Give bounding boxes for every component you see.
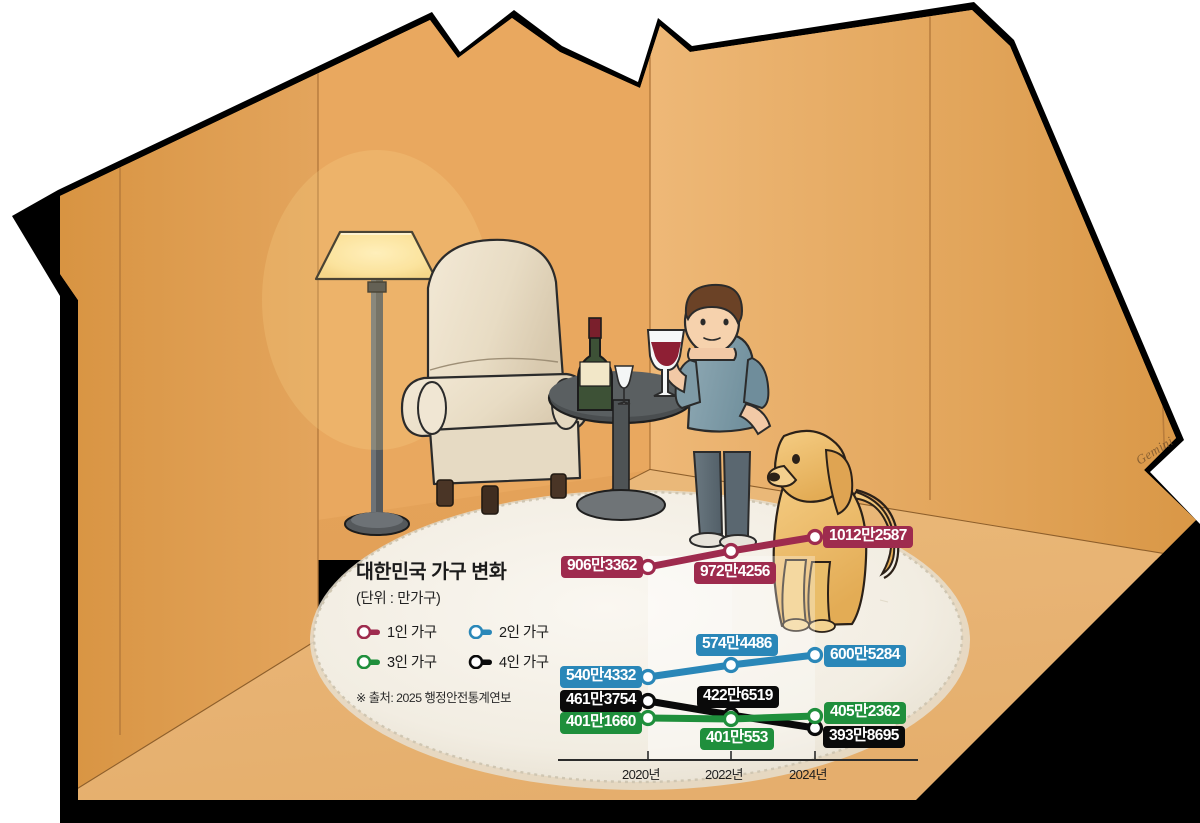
- wine-glass-on-table: [614, 365, 634, 405]
- golden-retriever-dog: [766, 429, 900, 633]
- point-three-person-2020: [639, 709, 657, 727]
- point-two-person-2024: [806, 646, 824, 664]
- point-two-person-2022: [722, 656, 740, 674]
- x-axis-ticks: [647, 751, 816, 760]
- point-one-person-2020: [639, 558, 657, 576]
- wine-bottle: [577, 317, 613, 411]
- point-three-person-2024: [806, 707, 824, 725]
- point-one-person-2024: [806, 528, 824, 546]
- wine-glass-held: [646, 329, 686, 397]
- chart-plot: [558, 528, 918, 761]
- armchair: [400, 238, 590, 515]
- band-2020: [648, 556, 732, 760]
- point-four-person-2020: [639, 692, 657, 710]
- point-two-person-2020: [639, 668, 657, 686]
- series-one-person: [639, 528, 824, 576]
- room-interior: [59, 10, 1196, 800]
- point-three-person-2022: [722, 710, 740, 728]
- left-wall-shading: [60, 10, 318, 800]
- shaggy-rug: [310, 490, 970, 790]
- series-three-person: [639, 707, 824, 728]
- man-figure: [646, 283, 772, 550]
- point-one-person-2022: [722, 542, 740, 560]
